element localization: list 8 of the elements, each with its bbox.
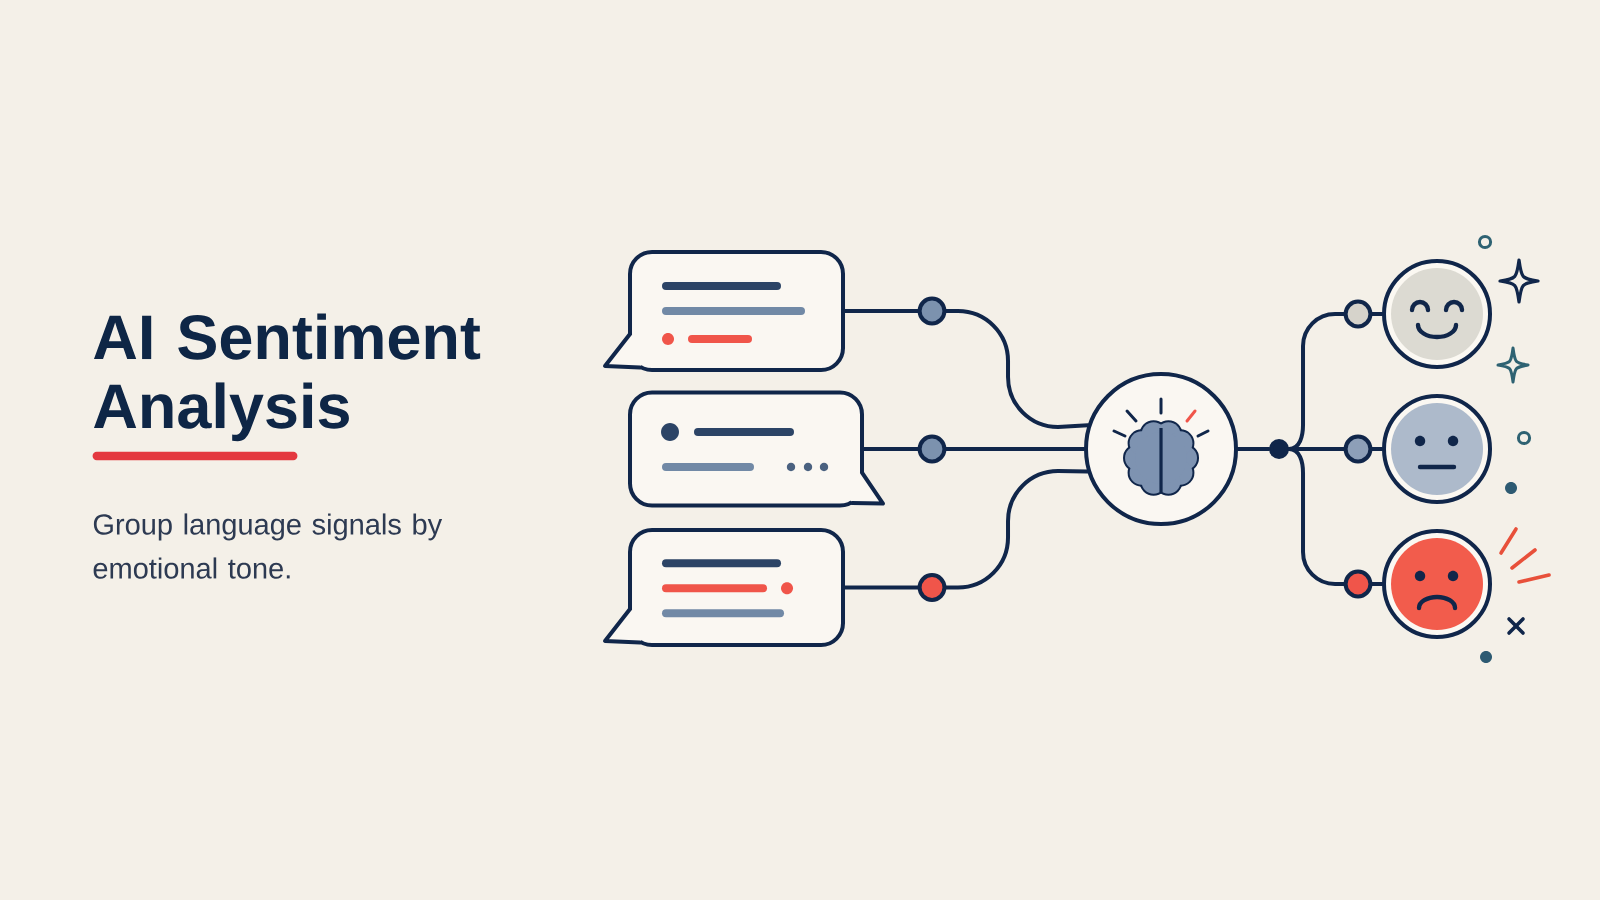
speech-bubble: [628, 390, 885, 508]
title: AI Sentiment Analysis: [93, 313, 481, 442]
connector-line: [1236, 447, 1271, 451]
neutral-face: [1382, 394, 1492, 504]
junction-dot: [1269, 439, 1289, 459]
happy-face: [1382, 259, 1492, 369]
sad-face: [1382, 529, 1492, 639]
subtitle: Group language signals by emotional tone.: [93, 513, 443, 579]
